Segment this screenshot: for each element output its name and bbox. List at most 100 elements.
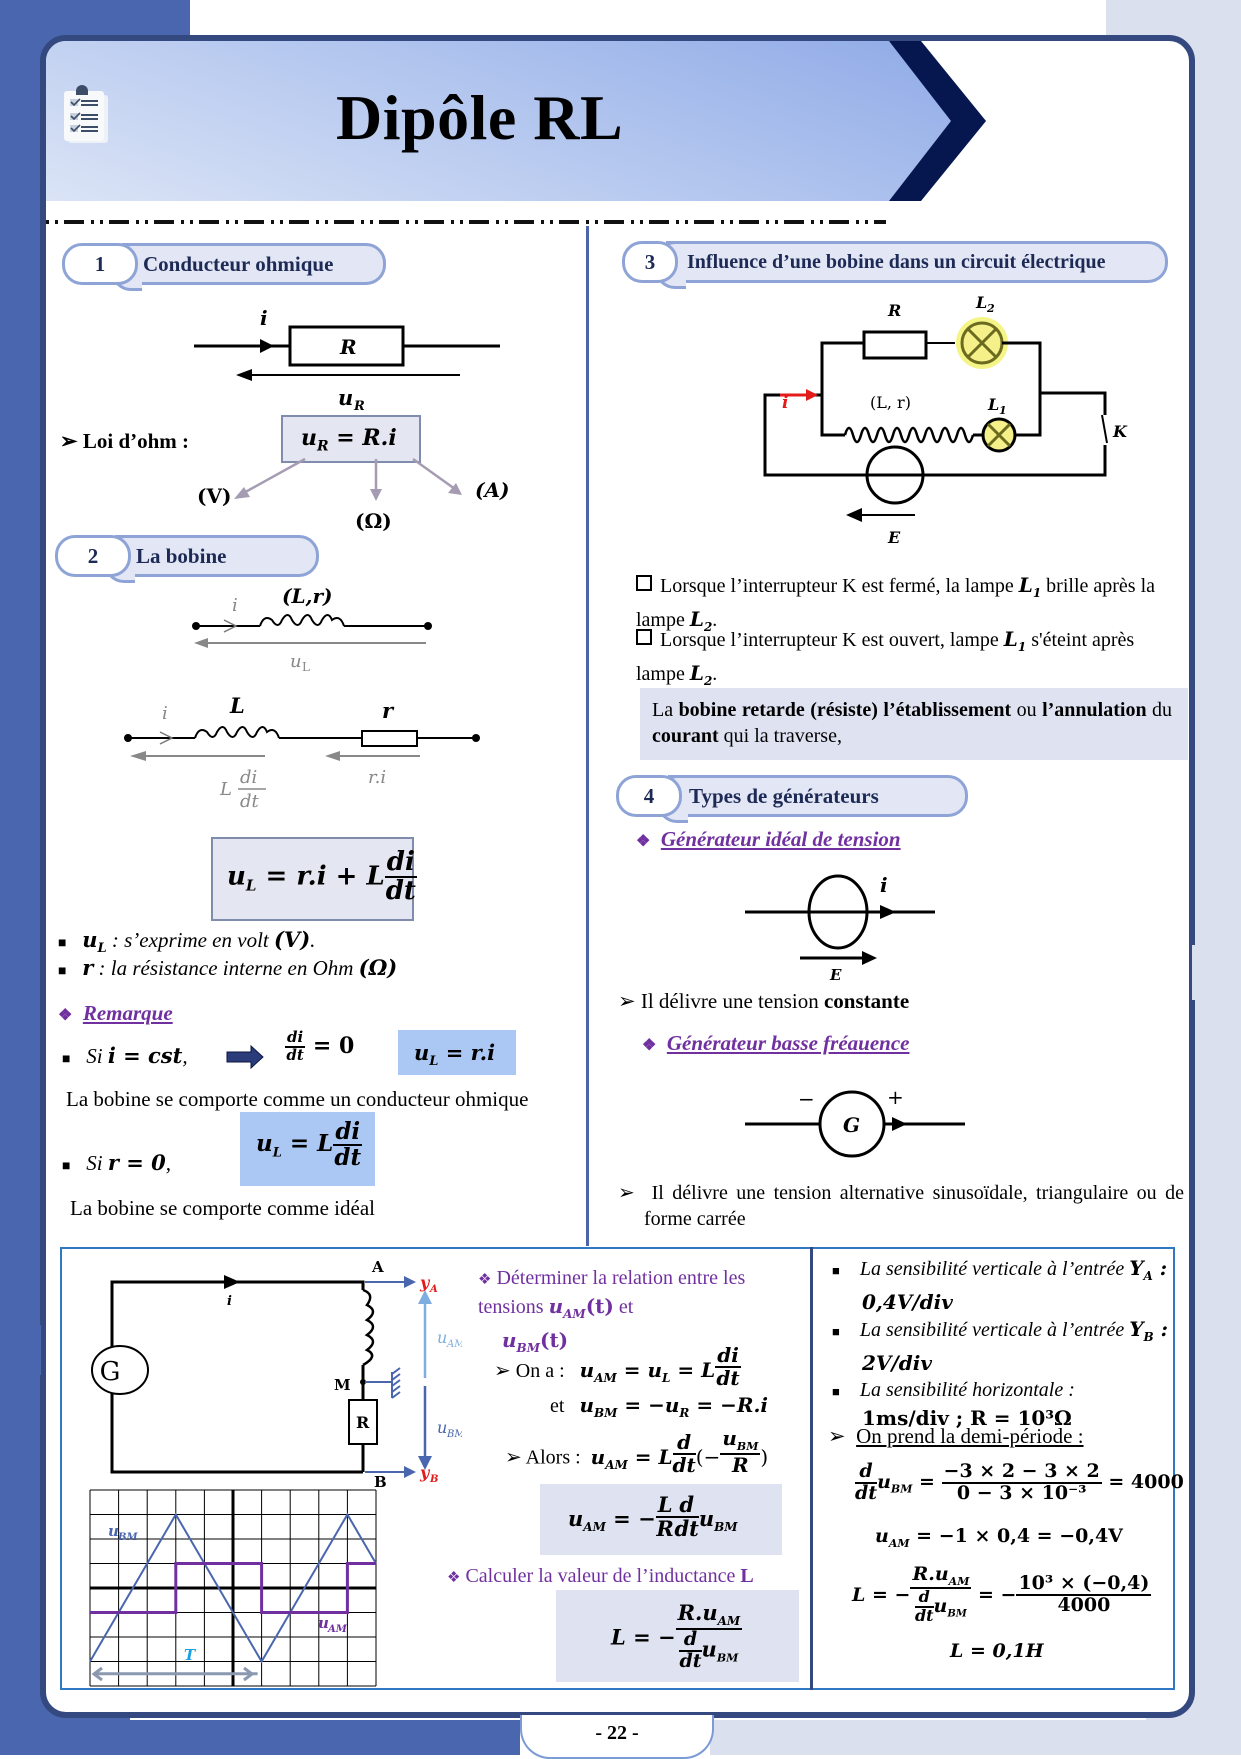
half-period-heading: ➢ On prend la demi-période : xyxy=(828,1424,1084,1448)
question-1: ❖ Déterminer la relation entre les tensi… xyxy=(478,1267,746,1355)
arrow-bullet-icon: ➢ xyxy=(828,1424,857,1448)
coil-model-diagram: i L r L di dt r.i xyxy=(124,695,480,810)
inductance-result: L = 0,1H xyxy=(950,1640,1044,1662)
lamp-1-label: L xyxy=(987,395,999,414)
coil-symbol xyxy=(843,426,975,444)
ubm-sub: BM xyxy=(446,1429,462,1440)
emf-label: E xyxy=(829,966,842,980)
conclusion-box: La bobine retarde (résiste) l’établissem… xyxy=(640,688,1188,760)
current-label: i xyxy=(260,306,268,330)
checkbox-bullet-icon xyxy=(636,629,652,645)
question-2: ❖ Calculer la valeur de l’inductance L xyxy=(447,1565,754,1587)
unit-volt: (V) xyxy=(197,484,232,508)
resistor-label: R xyxy=(339,335,357,359)
oscilloscope-circuit-diagram: G i A M B R y A y B u AM u BM xyxy=(91,1258,462,1490)
section-number: 1 xyxy=(62,243,138,285)
node-m-label: M xyxy=(334,1376,351,1394)
arrow-bullet-icon: ➢ xyxy=(60,429,83,453)
generator-label: G xyxy=(100,1357,121,1387)
lamp-circuit-diagram: i R L 2 (L, r) L 1 K E xyxy=(763,295,1128,547)
remark-heading: ❖ Remarque xyxy=(58,1001,173,1025)
conclusion-text: La bobine retarde (résiste) l’établissem… xyxy=(652,699,1173,747)
resistor-label: r xyxy=(382,698,395,723)
column-divider xyxy=(586,226,589,1246)
ohm-formula: uR = R.i xyxy=(301,425,397,455)
ohm-formula-box: uR = R.i xyxy=(281,415,421,463)
ubm-scope-label: BM xyxy=(117,1532,138,1543)
case-constant-current: ■ Si i = cst, xyxy=(62,1043,188,1068)
lamp-1-sub: 1 xyxy=(999,404,1007,417)
section-title: La bobine xyxy=(104,535,319,583)
arrow-bullet-icon: ➢ xyxy=(505,1446,526,1469)
ya-sub: A xyxy=(429,1284,438,1295)
sensitivity-list: ■ La sensibilité verticale à l’entrée YA… xyxy=(832,1255,1172,1432)
resistor-label: R xyxy=(887,301,901,320)
current-label: i xyxy=(227,1294,232,1309)
page-title: Dipôle RL xyxy=(336,82,624,153)
generator-label: G xyxy=(843,1113,860,1137)
checklist-icon xyxy=(62,81,110,145)
section-number: 3 xyxy=(622,241,678,283)
header-gradient xyxy=(46,41,986,201)
page-number: - 22 - xyxy=(520,1715,714,1759)
section-number: 4 xyxy=(616,775,682,817)
unit-arrows xyxy=(234,457,462,501)
ideal-generator-text: ➢ Il délivre une tension constante xyxy=(618,989,910,1013)
case-ideal-text: La bobine se comporte comme idéal xyxy=(70,1196,375,1220)
voltage-sub: L xyxy=(302,660,310,674)
diamond-bullet-icon: ❖ xyxy=(636,833,651,850)
current-label: i xyxy=(880,873,888,897)
section-1-header: 1 Conducteur ohmique xyxy=(62,243,392,291)
resistor-diagram: i R u R xyxy=(194,306,500,410)
yb-sub: B xyxy=(429,1474,438,1485)
lamp-2-sub: 2 xyxy=(986,302,995,315)
uam-label: u xyxy=(437,1328,447,1347)
ideal-generator-heading: ❖ Générateur idéal de tension xyxy=(636,827,901,851)
section-3-header: 3 Influence d’une bobine dans un circuit… xyxy=(622,241,1187,289)
arrow-bullet-icon: ➢ xyxy=(618,989,641,1013)
arrow-bullet-icon: ➢ xyxy=(494,1360,516,1382)
lf-generator-text: ➢ Il délivre une tension alternative sin… xyxy=(618,1182,1184,1230)
exercise-divider xyxy=(810,1247,813,1690)
bullet-ul: ■ uL : s’exprime en volt (V). xyxy=(58,927,316,957)
minus-terminal: − xyxy=(798,1087,815,1111)
diamond-bullet-icon: ❖ xyxy=(58,1007,73,1024)
arrow-bullet-icon: ➢ xyxy=(618,1182,652,1204)
exercise-box xyxy=(60,1247,1175,1690)
section-number: 2 xyxy=(55,535,131,577)
ideal-generator-diagram: i E xyxy=(745,873,935,980)
resistor-voltage: r.i xyxy=(368,767,386,788)
plus-terminal: + xyxy=(887,1085,904,1109)
period-label: T xyxy=(184,1646,197,1664)
implies-arrow-icon xyxy=(226,1045,264,1069)
resistor-label: R xyxy=(356,1413,370,1432)
svg-text:u: u xyxy=(318,1614,329,1632)
case-zero-resistance: ■ Si r = 0, xyxy=(62,1150,171,1175)
coil-label: (L, r) xyxy=(870,393,911,412)
inductor-label: L xyxy=(229,695,245,718)
oscilloscope-screen: u BM u AM T xyxy=(89,1489,377,1687)
lamp-2-label: L xyxy=(975,295,987,312)
unit-ohm: (Ω) xyxy=(355,509,392,533)
unit-ampere: (A) xyxy=(475,478,510,502)
sensitivity-ya: ■ La sensibilité verticale à l’entrée YA… xyxy=(832,1256,1168,1314)
current-label: i xyxy=(162,703,168,724)
uam-scope-label: AM xyxy=(327,1624,348,1635)
result-formula: uL = r.i xyxy=(414,1040,496,1070)
observation-closed: Lorsque l’interrupteur K est fermé, la l… xyxy=(636,573,1156,634)
diamond-bullet-icon: ❖ xyxy=(642,1037,657,1054)
section-title: Influence d’une bobine dans un circuit é… xyxy=(655,241,1168,289)
voltage-label: u xyxy=(290,651,302,672)
emf-label: E xyxy=(887,528,901,547)
